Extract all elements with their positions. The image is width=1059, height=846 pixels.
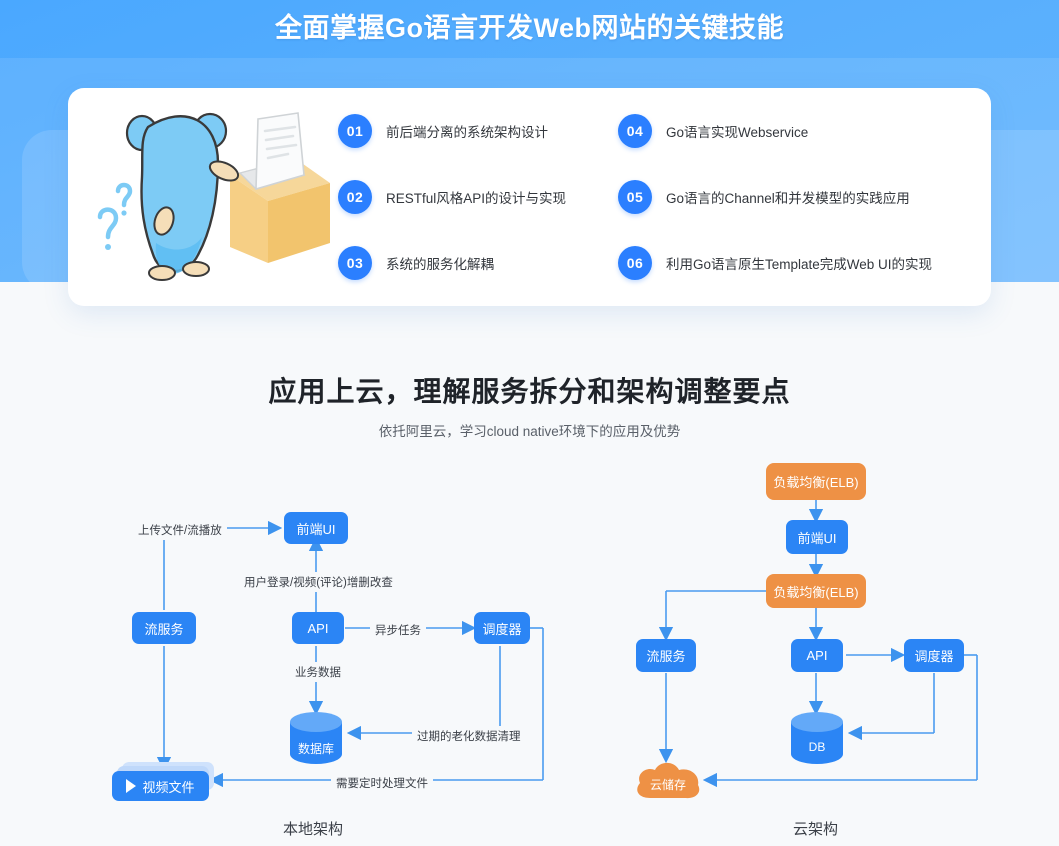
feature-label: RESTful风格API的设计与实现 [386,191,567,206]
feature-label: 利用Go语言原生Template完成Web UI的实现 [666,257,933,272]
features-card: 01 前后端分离的系统架构设计 02 RESTful风格API的设计与实现 03… [68,88,991,306]
local-edge-label-login: 用户登录/视频(评论)增删改查 [239,572,398,592]
feature-number-badge: 02 [338,180,372,214]
cloud-node-elb-mid[interactable]: 负载均衡(ELB) [766,574,866,608]
cloud-node-scheduler[interactable]: 调度器 [904,639,964,672]
feature-number-badge: 06 [618,246,652,280]
local-edge-label-scheduled-files: 需要定时处理文件 [331,773,433,793]
cloud-node-elb-top[interactable]: 负载均衡(ELB) [766,463,866,500]
cloud-node-cloud-storage[interactable]: 云储存 [632,758,704,804]
feature-label: Go语言的Channel和并发模型的实践应用 [666,191,910,206]
feature-label: 系统的服务化解耦 [386,257,494,272]
feature-column-right: 04 Go语言实现Webservice 05 Go语言的Channel和并发模型… [618,114,977,280]
feature-item-02: 02 RESTful风格API的设计与实现 [338,180,618,214]
local-architecture-caption: 本地架构 [283,821,344,838]
feature-item-06: 06 利用Go语言原生Template完成Web UI的实现 [618,246,977,280]
local-edge-label-business-data: 业务数据 [290,662,346,682]
page-title: 全面掌握Go语言开发Web网站的关键技能 [275,13,784,43]
feature-label: 前后端分离的系统架构设计 [386,125,548,140]
section-title: 应用上云，理解服务拆分和架构调整要点 [268,376,791,407]
go-gopher-illustration [90,97,338,297]
section-subtitle: 依托阿里云，学习cloud native环境下的应用及优势 [378,424,681,439]
feature-column-left: 01 前后端分离的系统架构设计 02 RESTful风格API的设计与实现 03… [338,114,618,280]
cloud-storage-label: 云储存 [649,778,686,792]
video-file-label: 视频文件 [142,779,195,795]
feature-item-04: 04 Go语言实现Webservice [618,114,977,148]
cloud-node-db[interactable]: DB [789,712,845,764]
feature-number-badge: 05 [618,180,652,214]
local-database-label: 数据库 [297,742,334,756]
cloud-node-frontend-ui[interactable]: 前端UI [786,520,848,554]
local-node-frontend-ui[interactable]: 前端UI [284,512,348,544]
local-edge-label-expired-cleanup: 过期的老化数据清理 [412,726,526,746]
cloud-node-api[interactable]: API [791,639,843,672]
feature-item-03: 03 系统的服务化解耦 [338,246,618,280]
architecture-diagrams: 前端UI 流服务 API 调度器 数据库 视频文件 上传文件/流播放 用户登录/… [0,450,1059,846]
local-node-database[interactable]: 数据库 [288,712,344,764]
feature-number-badge: 04 [618,114,652,148]
local-node-api[interactable]: API [292,612,344,644]
feature-number-badge: 01 [338,114,372,148]
cloud-db-label: DB [808,740,826,754]
feature-number-badge: 03 [338,246,372,280]
feature-item-05: 05 Go语言的Channel和并发模型的实践应用 [618,180,977,214]
local-node-stream-service[interactable]: 流服务 [132,612,196,644]
cloud-node-stream-service[interactable]: 流服务 [636,639,696,672]
local-node-video-file[interactable]: 视频文件 [112,762,222,806]
cloud-architecture-caption: 云架构 [793,821,839,838]
play-icon [126,779,137,793]
feature-list: 01 前后端分离的系统架构设计 02 RESTful风格API的设计与实现 03… [338,88,991,306]
local-edge-label-async-task: 异步任务 [370,620,426,640]
local-node-scheduler[interactable]: 调度器 [474,612,530,644]
local-edge-label-upload: 上传文件/流播放 [133,520,227,540]
feature-item-01: 01 前后端分离的系统架构设计 [338,114,618,148]
feature-label: Go语言实现Webservice [666,125,809,140]
